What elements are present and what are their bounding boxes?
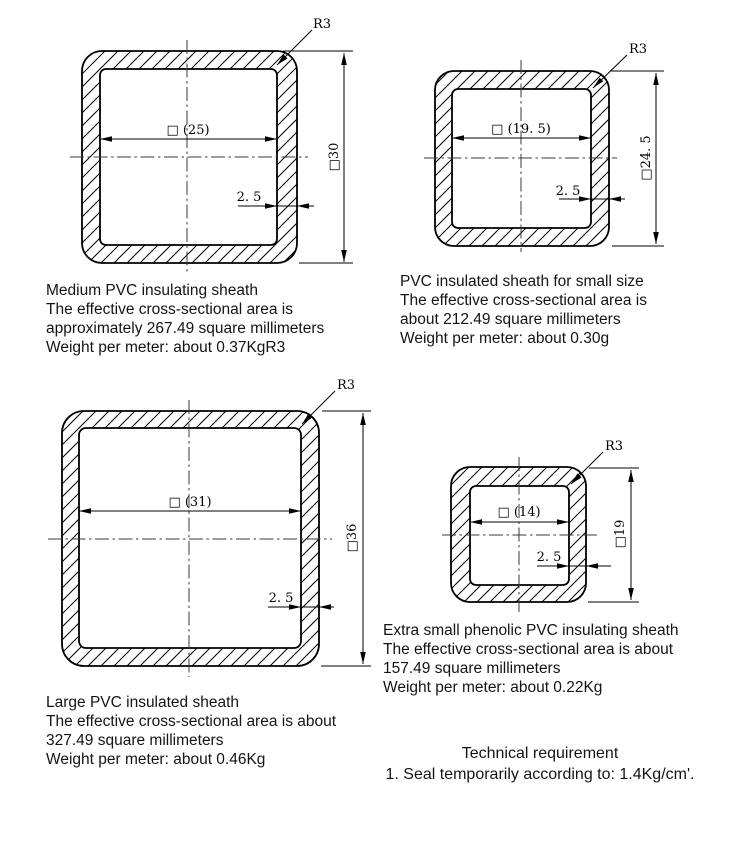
height-dimension: □24. 5 <box>610 70 664 247</box>
description-extra-small: Extra small phenolic PVC insulating shea… <box>383 621 679 697</box>
width-dimension: □ (31) <box>79 495 301 514</box>
technical-requirement: Technical requirement 1. Seal temporaril… <box>372 743 708 785</box>
description-line: The effective cross-sectional area is <box>46 301 293 318</box>
width-dimension-label: □ (31) <box>168 495 211 510</box>
height-dimension: □19 <box>588 467 639 603</box>
description-line: Weight per meter: about 0.30g <box>400 330 610 347</box>
radius-leader: R3 <box>276 17 331 66</box>
thickness-dimension: 2. 5 <box>556 184 625 202</box>
description-line: Weight per meter: about 0.46Kg <box>46 751 266 768</box>
width-dimension-label: □ (25) <box>166 123 209 138</box>
inner-profile <box>78 427 302 649</box>
radius-leader: R3 <box>301 378 355 425</box>
width-dimension: □ (14) <box>470 505 569 525</box>
radius-label: R3 <box>313 17 331 32</box>
description-line: 327.49 square millimeters <box>46 732 224 749</box>
radius-label: R3 <box>337 378 355 393</box>
radius-label: R3 <box>605 439 623 454</box>
thickness-dimension: 2. 5 <box>237 190 314 209</box>
description-line: Weight per meter: about 0.22Kg <box>383 679 603 696</box>
width-dimension-label: □ (14) <box>497 505 540 520</box>
description-medium: Medium PVC insulating sheath The effecti… <box>46 281 324 357</box>
drawing-extra-small: □ (14) 2. 5 □19 R3 <box>442 439 639 614</box>
description-line: approximately 267.49 square millimeters <box>46 320 325 337</box>
thickness-dimension-label: 2. 5 <box>537 550 562 565</box>
height-dimension-label: □30 <box>327 143 342 172</box>
technical-requirement-title: Technical requirement <box>461 745 619 762</box>
height-dimension-label: □36 <box>345 524 360 553</box>
thickness-dimension: 2. 5 <box>268 591 334 610</box>
description-line: Large PVC insulated sheath <box>46 694 240 711</box>
description-line: The effective cross-sectional area is ab… <box>383 641 674 658</box>
description-large: Large PVC insulated sheath The effective… <box>46 693 336 769</box>
description-line: PVC insulated sheath for small size <box>400 273 644 290</box>
thickness-dimension: 2. 5 <box>537 550 611 569</box>
description-line: 157.49 square millimeters <box>383 660 561 677</box>
description-small: PVC insulated sheath for small size The … <box>400 272 647 348</box>
width-dimension-label: □ (19. 5) <box>491 122 551 137</box>
width-dimension: □ (25) <box>100 123 277 142</box>
thickness-dimension-label: 2. 5 <box>269 591 294 606</box>
radius-label: R3 <box>629 42 647 57</box>
drawing-medium: □ (25) 2. 5 □30 R3 <box>70 17 353 274</box>
technical-requirement-item: 1. Seal temporarily according to: 1.4Kg/… <box>385 766 695 783</box>
height-dimension: □36 <box>321 410 371 667</box>
thickness-dimension-label: 2. 5 <box>556 184 581 199</box>
drawing-small: □ (19. 5) 2. 5 □24. 5 R3 <box>424 42 664 252</box>
height-dimension-label: □24. 5 <box>639 135 654 180</box>
height-dimension-label: □19 <box>613 520 628 549</box>
description-line: about 212.49 square millimeters <box>400 311 621 328</box>
width-dimension: □ (19. 5) <box>452 122 591 141</box>
description-line: Extra small phenolic PVC insulating shea… <box>383 622 679 639</box>
drawing-large: □ (31) 2. 5 □36 R3 <box>48 378 371 677</box>
height-dimension: □30 <box>283 50 353 264</box>
description-line: Medium PVC insulating sheath <box>46 282 258 299</box>
radius-leader: R3 <box>570 439 623 485</box>
description-line: The effective cross-sectional area is ab… <box>46 713 337 730</box>
description-line: Weight per meter: about 0.37KgR3 <box>46 339 286 356</box>
description-line: The effective cross-sectional area is <box>400 292 647 309</box>
radius-leader: R3 <box>592 42 647 89</box>
thickness-dimension-label: 2. 5 <box>237 190 262 205</box>
